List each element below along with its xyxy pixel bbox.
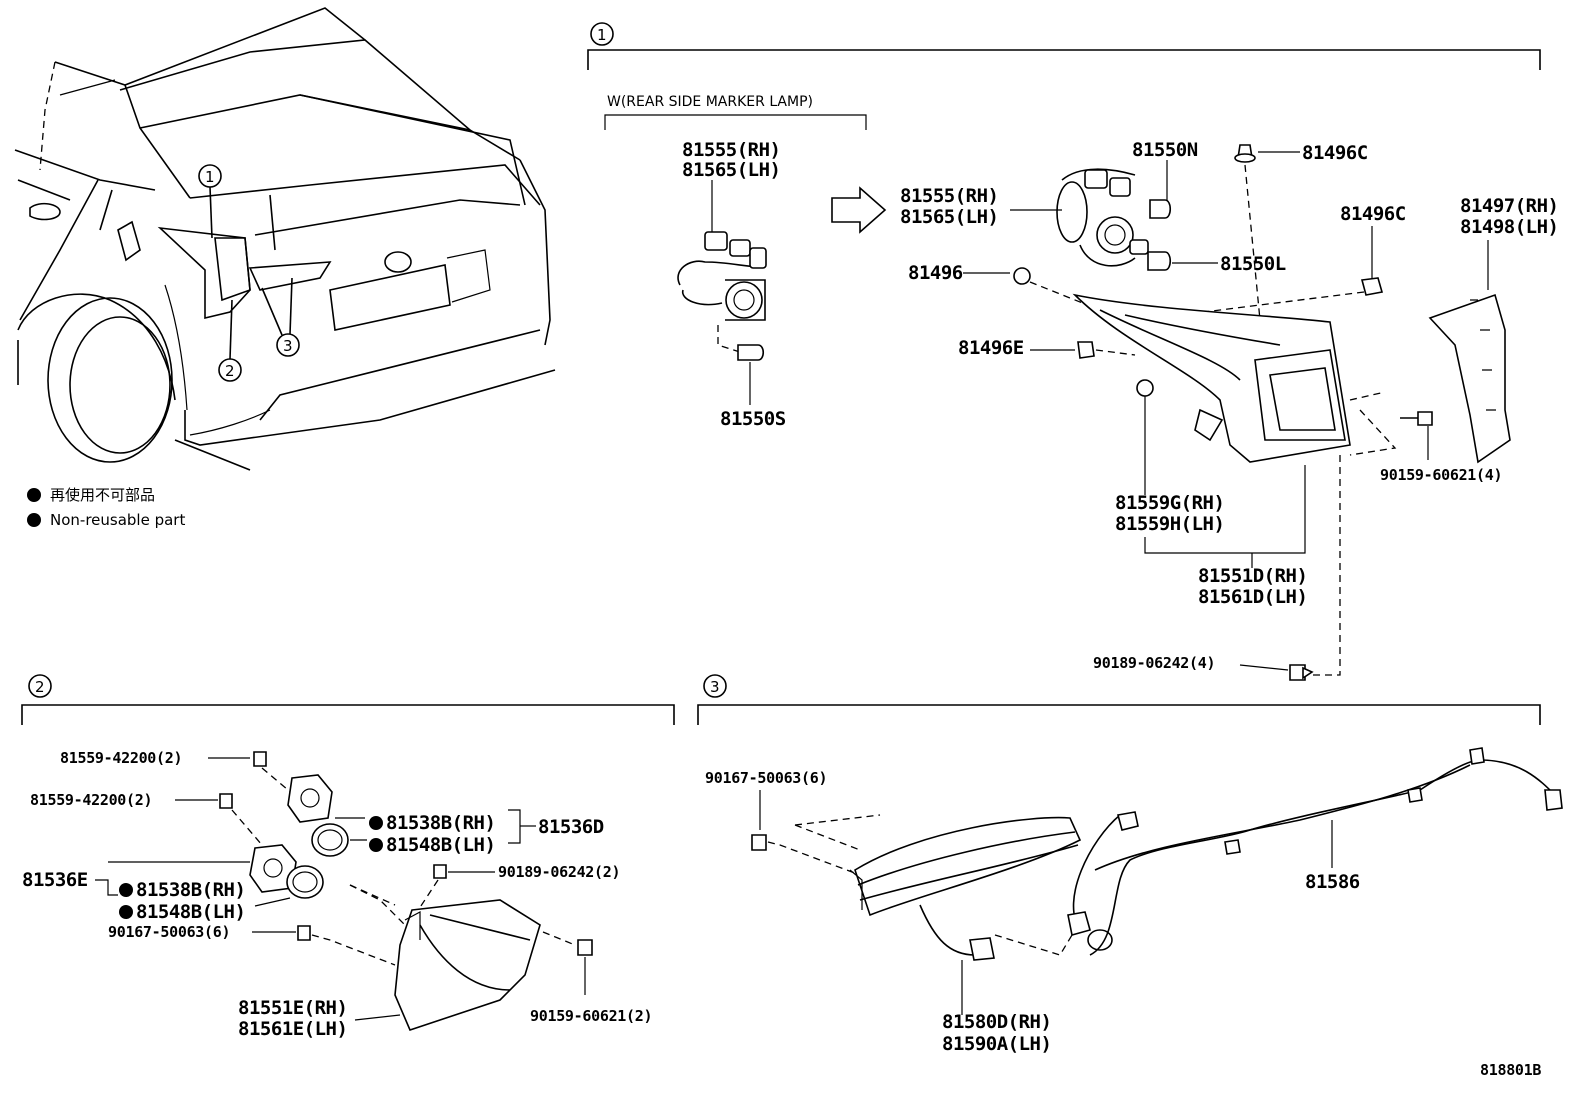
label-clip-81496c-mid: 81496C	[1340, 203, 1406, 225]
label-clip-81496e: 81496E	[958, 337, 1024, 359]
label-lamp-assy-lh: 81561D(LH)	[1198, 586, 1307, 608]
socket-harness-right	[1056, 168, 1149, 267]
vehicle-rear-view: 1 2 3	[14, 7, 556, 471]
label-bulb-d-rh: 81538B(RH)	[386, 812, 495, 834]
label-screw-top: 81559-42200(2)	[60, 749, 182, 767]
clip-81496	[1013, 267, 1031, 285]
label-nut-left: 90189-06242(2)	[498, 863, 620, 881]
label-socket-left-lh: 81565(LH)	[682, 159, 780, 181]
subgroup-title: W(REAR SIDE MARKER LAMP)	[607, 94, 813, 110]
label-lamp-s3-rh: 81580D(RH)	[942, 1011, 1051, 1033]
label-gasket-rh: 81559G(RH)	[1115, 492, 1224, 514]
label-bulb-81550s: 81550S	[720, 408, 786, 430]
section-2: 2 81559-42200(2) 81538B(RH) 81548B(LH) 8…	[21, 674, 675, 1040]
section-1: 1 W(REAR SIDE MARKER LAMP) 81555(RH) 815…	[587, 22, 1559, 681]
label-socket-e: 81536E	[22, 869, 88, 891]
oring-e	[286, 865, 324, 899]
label-lamp-assy-rh: 81551D(RH)	[1198, 565, 1307, 587]
label-bulb-81550n: 81550N	[1132, 139, 1198, 161]
connector-lamp-s3	[969, 937, 995, 961]
oring-d	[311, 823, 349, 857]
screw-90167-s3	[751, 834, 767, 851]
label-screw-s3: 90167-50063(6)	[705, 769, 827, 787]
section-3-number: 3	[710, 678, 720, 696]
label-screw-bottom: 90159-60621(2)	[530, 1007, 652, 1025]
label-socket-left-rh: 81555(RH)	[682, 139, 780, 161]
label-clip-81496c-top: 81496C	[1302, 142, 1368, 164]
wire-harness-81586	[1067, 747, 1563, 956]
label-socket-right-lh: 81565(LH)	[900, 206, 998, 228]
section-3: 3 90167-50063(6) 81580D(RH) 81590A(LH)	[697, 674, 1563, 1055]
label-socket-d: 81536D	[538, 816, 604, 838]
legend-jp: 再使用不可部品	[50, 486, 155, 504]
label-wire-harness: 81586	[1305, 871, 1360, 893]
lamp-81580d	[849, 816, 1082, 917]
label-bulb-d-lh: 81548B(LH)	[386, 834, 495, 856]
gasket-81559g	[1136, 379, 1154, 397]
lamp-81551e	[394, 899, 541, 1031]
section-2-number: 2	[35, 678, 45, 696]
socket-81536d	[287, 774, 333, 823]
screw-90159-bottom	[577, 939, 593, 956]
bulb-81550s	[737, 344, 765, 361]
label-bulb-81550l: 81550L	[1220, 253, 1286, 275]
label-screw-right: 90159-60621(4)	[1380, 466, 1502, 484]
label-bulb-e-rh: 81538B(RH)	[136, 879, 245, 901]
label-lamp-e-lh: 81561E(LH)	[238, 1018, 347, 1040]
clip-81496c-mid	[1360, 277, 1384, 296]
label-clip-81496: 81496	[908, 262, 963, 284]
legend: 再使用不可部品 Non-reusable part	[27, 486, 185, 529]
section-1-number: 1	[597, 26, 607, 44]
label-screw-left: 90167-50063(6)	[108, 923, 230, 941]
svg-text:1: 1	[205, 168, 215, 186]
screw-90167-left	[297, 925, 311, 941]
cover-81497	[1428, 293, 1511, 464]
socket-harness-left	[677, 231, 767, 321]
arrow-icon	[831, 186, 887, 234]
clip-81496c-top	[1234, 144, 1256, 163]
label-lamp-e-rh: 81551E(RH)	[238, 997, 347, 1019]
screw-90159-60621-right	[1400, 411, 1433, 426]
bulb-81550n	[1149, 199, 1172, 219]
diagram-id: 818801B	[1480, 1061, 1541, 1079]
label-socket-right-rh: 81555(RH)	[900, 185, 998, 207]
label-cover-lh: 81498(LH)	[1460, 216, 1558, 238]
label-lamp-s3-lh: 81590A(LH)	[942, 1033, 1051, 1055]
screw-81559-mid	[219, 793, 233, 809]
legend-en: Non-reusable part	[50, 511, 185, 529]
lamp-assembly-81551d	[1072, 293, 1351, 463]
bulb-81550l	[1147, 251, 1172, 271]
screw-81559-top	[253, 751, 267, 767]
label-bulb-e-lh: 81548B(LH)	[136, 901, 245, 923]
clip-81496e	[1077, 341, 1095, 359]
label-screw-mid: 81559-42200(2)	[30, 791, 152, 809]
svg-text:2: 2	[225, 362, 235, 380]
nut-90189-06242	[1289, 664, 1314, 681]
label-gasket-lh: 81559H(LH)	[1115, 513, 1224, 535]
nut-90189-left	[433, 864, 447, 879]
label-nut-right: 90189-06242(4)	[1093, 654, 1215, 672]
label-cover-rh: 81497(RH)	[1460, 195, 1558, 217]
svg-text:3: 3	[283, 337, 293, 355]
